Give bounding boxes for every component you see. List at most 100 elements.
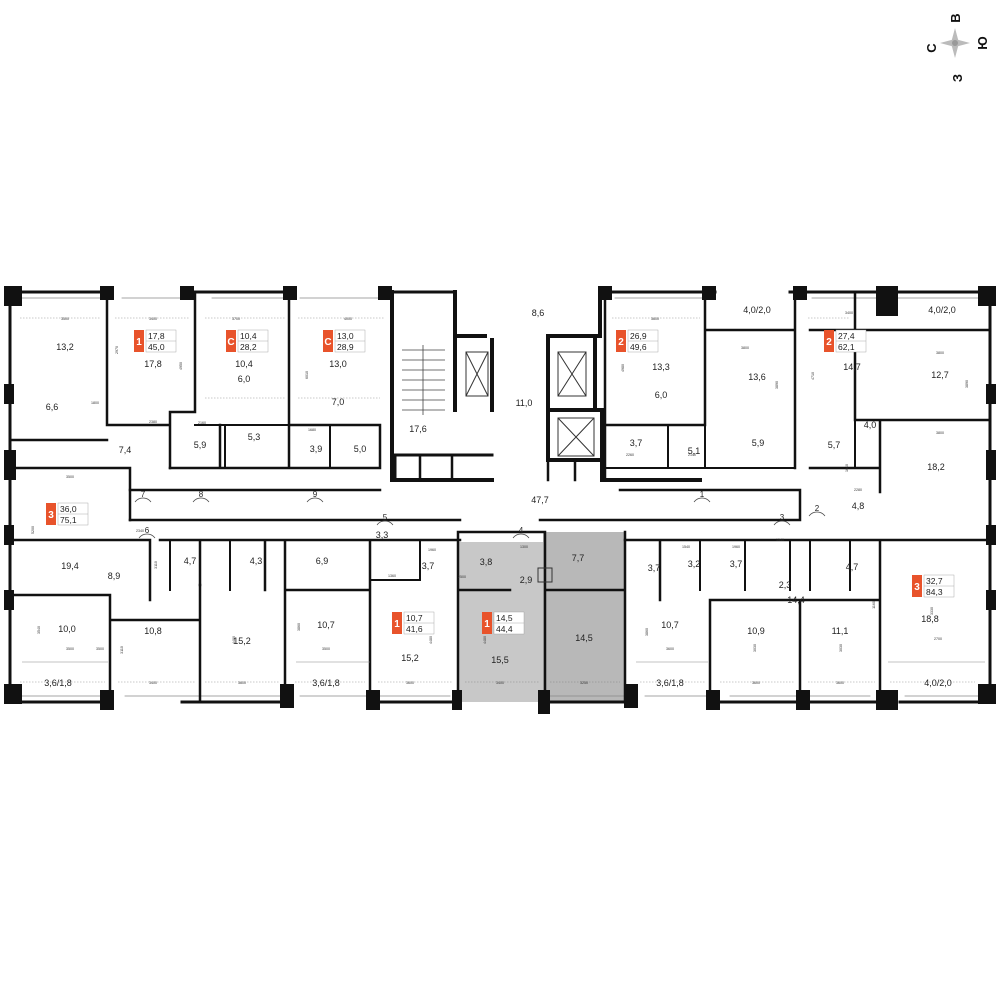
- dimension-label: 2700: [934, 637, 942, 641]
- room-area-label: 17,6: [409, 424, 427, 434]
- apartment-living-area: 36,0: [60, 504, 77, 514]
- dimension-label: 4480: [483, 636, 487, 644]
- dimension-label: 3500: [66, 647, 74, 651]
- door-marker: 7: [134, 490, 152, 503]
- apartment-badge: 2 27,462,1: [824, 329, 867, 353]
- dimension-label: 3400: [845, 311, 853, 315]
- room-area-label: 7,7: [572, 553, 585, 563]
- apartment-type: 2: [618, 337, 624, 348]
- dimension-label: 3600: [238, 681, 246, 685]
- door-number: 8: [199, 490, 204, 499]
- room-area-label: 13,2: [56, 342, 74, 352]
- room-area-label: 4,7: [846, 562, 859, 572]
- room-area-label: 4,3: [250, 556, 263, 566]
- door-number: 4: [519, 526, 524, 535]
- room-area-label: 15,2: [401, 653, 419, 663]
- room-area-label: 10,8: [144, 626, 162, 636]
- stairs: [402, 345, 445, 415]
- room-area-label: 3,7: [730, 559, 743, 569]
- apartment-living-area: 27,4: [838, 331, 855, 341]
- apartment-type: 1: [394, 619, 400, 630]
- room-area-label: 5,1: [688, 446, 701, 456]
- apartment-type-marker: [134, 330, 144, 352]
- apartment-type-marker: [616, 330, 626, 352]
- dimension-label: 6010: [305, 371, 309, 379]
- room-area-label: 18,2: [927, 462, 945, 472]
- door-marker: 4: [512, 526, 530, 539]
- apartment-type: С: [227, 337, 234, 348]
- dimension-label: 1040: [845, 464, 849, 472]
- door-number: 6: [145, 526, 150, 535]
- apartment-total-area: 45,0: [148, 342, 165, 352]
- apartment-type-marker: [226, 330, 236, 352]
- room-area-label: 8,6: [532, 308, 545, 318]
- apartment-type: 3: [48, 510, 54, 521]
- door-number: 3: [780, 513, 785, 522]
- door-marker: 8: [192, 490, 210, 503]
- room-area-label: 12,7: [931, 370, 949, 380]
- dimension-label: 4950: [179, 362, 183, 370]
- dimension-label: 2970: [115, 346, 119, 354]
- room-area-label: 13,3: [652, 362, 670, 372]
- room-area-label: 3,8: [480, 557, 493, 567]
- room-area-label: 3,7: [630, 438, 643, 448]
- apartment-badge: 3 36,075,1: [46, 502, 89, 526]
- room-area-label: 18,8: [921, 614, 939, 624]
- apartment-living-area: 14,5: [496, 613, 513, 623]
- dimension-label: 1960: [428, 548, 436, 552]
- door-number: 1: [700, 490, 705, 499]
- compass-rose-icon: [940, 28, 970, 58]
- apartment-badge: 110,741,6: [392, 611, 435, 635]
- dimension-label: 3860: [645, 628, 649, 636]
- dimension-label: 3330: [930, 607, 934, 615]
- door-marker: 5: [376, 513, 394, 526]
- dimension-label: 3600: [651, 317, 659, 321]
- dimension-label: 1360: [388, 574, 396, 578]
- room-area-label: 14,5: [575, 633, 593, 643]
- dimension-label: 2380: [149, 420, 157, 424]
- apartment-living-area: 10,7: [406, 613, 423, 623]
- dimension-label: 1800: [91, 401, 99, 405]
- room-area-label: 3,7: [648, 563, 661, 573]
- apartment-type-marker: [392, 612, 402, 634]
- room-area-label: 13,6: [748, 372, 766, 382]
- room-area-label: 19,4: [61, 561, 79, 571]
- dimension-label: 3800: [936, 431, 944, 435]
- dimension-label: 3600: [752, 681, 760, 685]
- room-area-label: 3,3: [376, 530, 389, 540]
- door-marker: 3: [773, 513, 791, 526]
- room-area-label: 3,6/1,8: [312, 678, 340, 688]
- dimension-label: 3800: [936, 351, 944, 355]
- room-area-label: 14,7: [843, 362, 861, 372]
- door-number: 7: [141, 490, 146, 499]
- columns: [4, 286, 996, 714]
- room-area-label: 4,0: [864, 420, 877, 430]
- apartment-total-area: 28,9: [337, 342, 354, 352]
- compass-north: С: [924, 43, 939, 53]
- apartment-total-area: 62,1: [838, 342, 855, 352]
- dimension-label: 1160: [872, 601, 876, 609]
- dimension-label: 3400: [149, 317, 157, 321]
- dimension-label: 1540: [682, 545, 690, 549]
- dimension-label: 3500: [322, 647, 330, 651]
- compass-west: З: [950, 74, 965, 82]
- apartment-total-area: 75,1: [60, 515, 77, 525]
- dimension-label: 4710: [811, 372, 815, 380]
- apartment-type: 1: [484, 619, 490, 630]
- compass-east: В: [948, 13, 963, 22]
- apartment-type: С: [324, 337, 331, 348]
- dimension-label: 4000: [344, 317, 352, 321]
- apartment-type: 2: [826, 337, 832, 348]
- room-area-label: 47,7: [531, 495, 549, 505]
- dimension-label: 3250: [580, 681, 588, 685]
- room-area-label: 13,0: [329, 359, 347, 369]
- dimension-label: 3030: [839, 644, 843, 652]
- apartment-type-marker: [482, 612, 492, 634]
- room-area-label: 17,8: [144, 359, 162, 369]
- room-area-label: 14,4: [787, 595, 805, 605]
- dimension-label: 2260: [626, 453, 634, 457]
- dimension-label: 1540: [776, 538, 784, 542]
